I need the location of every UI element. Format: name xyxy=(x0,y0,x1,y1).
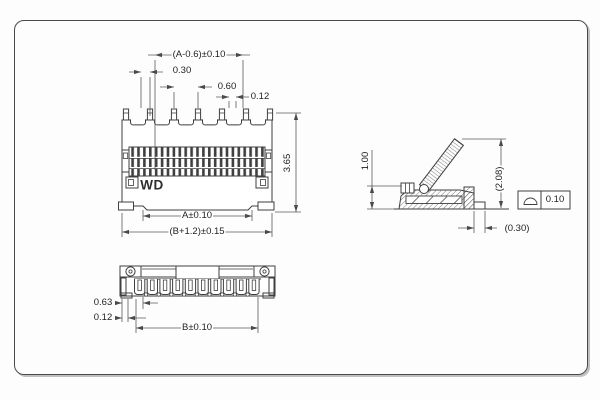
front-view xyxy=(118,52,301,237)
dim-label-top-group: (A-0.6)±0.10 xyxy=(171,48,227,61)
dim-label-body-height: 1.00 xyxy=(359,151,371,171)
side-dimension-lines xyxy=(367,138,506,233)
alignment-hole xyxy=(125,266,136,277)
lever-arm xyxy=(418,138,465,192)
dim-label-height: 3.65 xyxy=(281,153,293,173)
dim-label-overall-height: (2.08) xyxy=(493,165,506,193)
bottom-view xyxy=(115,265,276,333)
dim-label-overall-width: (B+1.2)±0.15 xyxy=(168,225,226,238)
alignment-hole xyxy=(259,266,270,277)
dim-label-pin-width: 0.12 xyxy=(250,90,270,102)
profile-of-surface-icon xyxy=(523,197,538,205)
side-dimension-arrows xyxy=(369,139,504,231)
tolerance-value: 0.10 xyxy=(545,193,565,205)
bottom-dimension-arrows xyxy=(115,300,258,331)
dim-label-pad: 0.30 xyxy=(172,64,192,76)
dim-label-pitch: 0.60 xyxy=(217,80,237,92)
drawing-border-frame xyxy=(14,20,588,375)
dim-label-pin-span: B±0.10 xyxy=(180,321,214,334)
dim-label-tail: (0.30) xyxy=(504,222,530,234)
side-view xyxy=(367,138,571,233)
front-contact-comb xyxy=(121,146,273,177)
tolerance-frame xyxy=(517,190,571,210)
dim-label-pin-offset: 0.12 xyxy=(93,311,113,323)
side-body xyxy=(394,182,509,210)
manufacturer-marking: WD xyxy=(140,177,164,193)
front-dimension-arrows xyxy=(122,52,299,235)
dim-label-contact-span: A±0.10 xyxy=(180,209,214,222)
front-corner-details xyxy=(125,176,269,189)
dim-label-edge-to-pin: 0.63 xyxy=(93,296,113,308)
